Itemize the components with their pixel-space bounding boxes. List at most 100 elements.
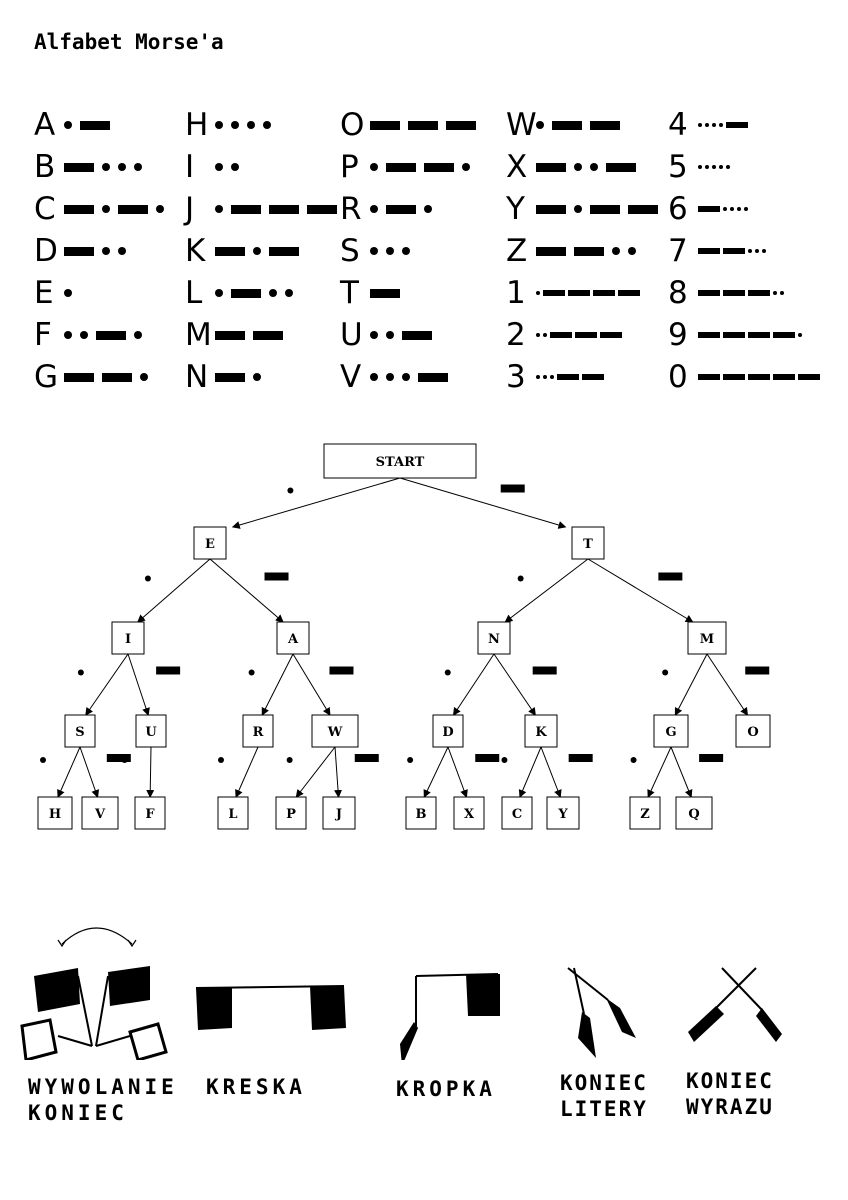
dash-symbol	[568, 754, 593, 762]
dash-symbol	[543, 290, 565, 296]
dot-symbol	[286, 757, 293, 763]
tree-node: N	[477, 621, 511, 655]
morse-code	[698, 146, 733, 188]
tree-edge	[423, 746, 449, 798]
tree-node: V	[81, 796, 119, 830]
morse-row: O	[340, 104, 484, 146]
dot-symbol	[630, 757, 637, 763]
morse-char: J	[185, 191, 195, 227]
morse-char: E	[34, 275, 54, 311]
dot-symbol	[144, 575, 151, 582]
dash-symbol	[723, 332, 745, 338]
tree-node: Y	[546, 796, 580, 830]
morse-char: 9	[668, 317, 688, 353]
tree-node: Z	[629, 796, 661, 830]
dot-symbol	[628, 247, 636, 255]
dash-symbol	[102, 372, 132, 382]
morse-char: 2	[506, 317, 526, 353]
morse-char: A	[34, 107, 56, 143]
dot-symbol	[698, 165, 702, 169]
morse-code	[64, 314, 150, 356]
morse-row: J	[185, 188, 345, 230]
tree-edge	[127, 653, 150, 716]
dash-symbol	[532, 666, 557, 675]
dot-symbol	[102, 163, 110, 171]
flag-signal-dot	[400, 973, 500, 1060]
morse-code	[536, 188, 666, 230]
dash-symbol	[424, 162, 454, 172]
legend-label-end-word: KONIEC WYRAZU	[686, 1069, 774, 1119]
tree-node-label: W	[327, 725, 343, 740]
morse-row: 0	[668, 356, 823, 398]
dot-symbol	[215, 289, 223, 297]
dot-symbol	[773, 291, 777, 295]
tree-edge	[235, 746, 259, 798]
dot-symbol	[723, 207, 727, 211]
morse-code	[64, 230, 134, 272]
dot-symbol	[263, 121, 271, 129]
tree-node: T	[571, 526, 605, 560]
dash-symbol	[557, 374, 579, 380]
legend-label-dash: KRESKA	[206, 1075, 306, 1099]
dash-symbol	[723, 374, 745, 380]
dash-symbol	[386, 162, 416, 172]
morse-row: C	[34, 188, 172, 230]
morse-row: M	[185, 314, 345, 356]
tree-node-label: U	[145, 725, 157, 740]
morse-row: U	[340, 314, 484, 356]
morse-row: P	[340, 146, 484, 188]
dot-symbol	[77, 669, 84, 676]
tree-node: P	[275, 796, 307, 830]
dash-symbol	[231, 204, 261, 214]
morse-row: K	[185, 230, 345, 272]
dot-symbol	[64, 289, 72, 297]
tree-node-label: O	[747, 725, 758, 740]
dash-symbol	[600, 332, 622, 338]
dot-symbol	[755, 249, 759, 253]
tree-edge	[504, 558, 589, 623]
dash-symbol	[550, 332, 572, 338]
dot-symbol	[719, 165, 723, 169]
tree-node-label: B	[416, 807, 427, 822]
dot-symbol	[64, 121, 72, 129]
morse-code	[215, 230, 307, 272]
dot-symbol	[424, 205, 432, 213]
dash-symbol	[253, 330, 283, 340]
dot-symbol	[386, 373, 394, 381]
morse-row: R	[340, 188, 484, 230]
dot-symbol	[543, 333, 547, 337]
morse-code	[370, 188, 440, 230]
tree-node-label: Q	[688, 807, 699, 822]
dash-symbol	[536, 162, 566, 172]
dot-symbol	[269, 289, 277, 297]
morse-row: 7	[668, 230, 823, 272]
morse-code	[536, 356, 607, 398]
dash-symbol	[402, 330, 432, 340]
dash-symbol	[618, 290, 640, 296]
morse-code	[64, 272, 80, 314]
morse-row: 1	[506, 272, 666, 314]
dot-symbol	[370, 373, 378, 381]
dash-symbol	[726, 122, 748, 128]
morse-row: W	[506, 104, 666, 146]
morse-code	[215, 272, 301, 314]
morse-char: 3	[506, 359, 526, 395]
dot-symbol	[215, 205, 223, 213]
morse-char: L	[185, 275, 203, 311]
tree-node-label: H	[49, 807, 61, 822]
tree-node-label: T	[583, 537, 593, 552]
tree-edge	[452, 653, 495, 716]
page-title: Alfabet Morse'a	[34, 30, 224, 54]
morse-char: 6	[668, 191, 688, 227]
tree-node-label: M	[700, 632, 714, 647]
tree-node: K	[524, 714, 558, 748]
dot-symbol	[370, 331, 378, 339]
dot-symbol	[536, 333, 540, 337]
tree-edge	[447, 746, 468, 798]
dash-symbol	[658, 572, 683, 581]
flag-signals	[20, 927, 782, 1060]
dash-symbol	[723, 248, 745, 254]
morse-row: 9	[668, 314, 823, 356]
dash-symbol	[773, 374, 795, 380]
